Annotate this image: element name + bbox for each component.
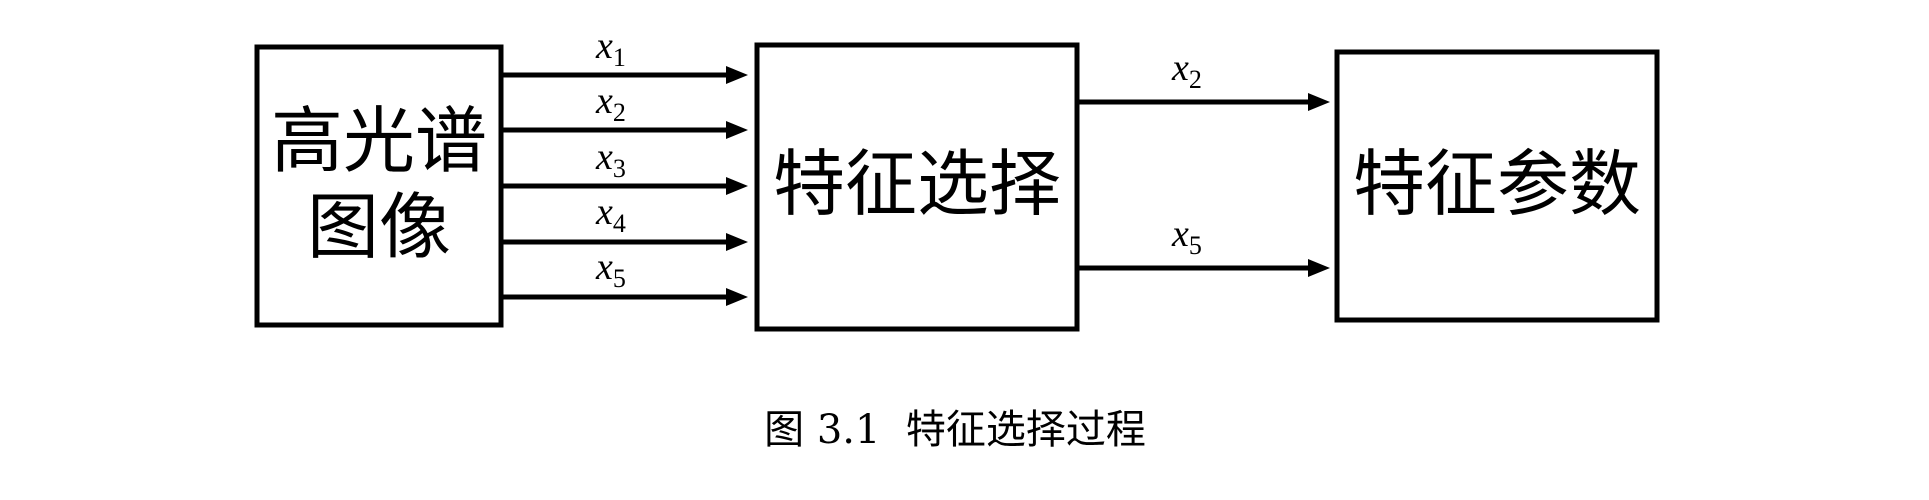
input-label-x5: x5 [595,246,626,293]
input-label-x2: x2 [595,80,626,127]
input-arrow-4 [503,233,748,251]
input-arrow-3 [503,177,748,195]
output-arrow-2 [1079,259,1330,277]
arrowhead-icon [726,288,748,306]
input-label-x1: x1 [595,25,626,72]
feature-selection-label: 特征选择 [773,142,1061,226]
input-label-x4: x4 [595,191,626,238]
feature-selection-box [754,42,1080,332]
output-label-x2: x2 [1171,47,1202,94]
feature-parameters-box [1334,49,1660,323]
arrowhead-icon [1308,93,1330,111]
output-arrow-1 [1079,93,1330,111]
input-label-x3: x3 [595,136,626,183]
feature-parameters-label: 特征参数 [1353,142,1641,226]
input-arrow-2 [503,121,748,139]
output-label-x5: x5 [1171,213,1202,260]
hyperspectral-image-box [254,44,504,328]
arrowhead-icon [726,233,748,251]
arrowhead-icon [726,177,748,195]
hyperspectral-image-label-line1: 高光谱 [271,99,487,183]
arrowhead-icon [1308,259,1330,277]
input-arrow-5 [503,288,748,306]
hyperspectral-image-label-line2: 图像 [307,185,451,269]
figure-caption: 图 3.1 特征选择过程 [764,407,1146,453]
input-arrow-1 [503,66,748,84]
arrowhead-icon [726,66,748,84]
arrowhead-icon [726,121,748,139]
